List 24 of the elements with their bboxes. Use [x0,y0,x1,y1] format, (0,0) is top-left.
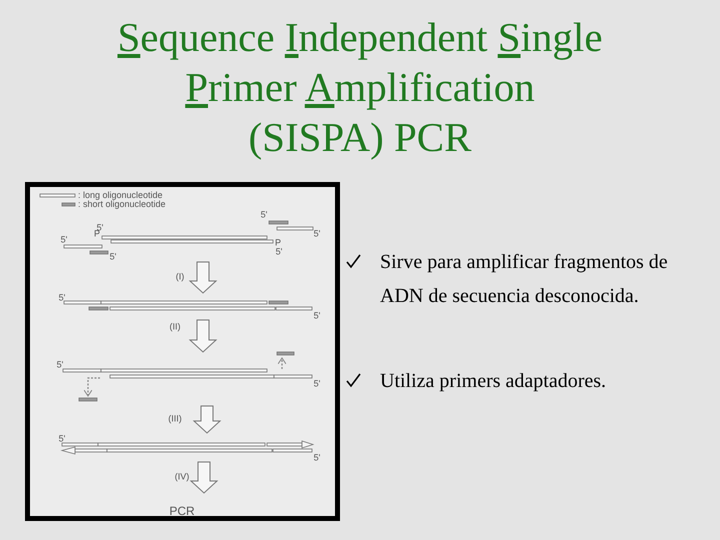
figure-label: 5' [260,210,268,220]
figure-label: P [94,230,100,238]
figure-label: 5' [314,380,320,388]
figure-label: 5' [60,236,68,244]
bullet-text: Sirve para amplificar fragmentos de ADN de secuencia desconocida. [380,250,669,309]
figure-label: (IV) [174,472,190,482]
figure-label: 5' [58,434,66,444]
figure-label: 5' [58,294,66,302]
slide-title: Sequence Independent Single Primer Amplification (SISPA) PCR [116,13,604,162]
figure-label: P [275,238,281,248]
figure-label: 5' [96,224,104,232]
step-label: PCR [169,505,195,517]
figure-label: (II) [170,322,180,332]
figure-label: (III) [168,414,182,424]
figure-label: 5' [314,230,320,238]
legend-label: : short oligonucleotide [78,199,166,209]
figure-label: 5' [314,312,320,320]
legend-label: : long oligonucleotide [78,190,163,200]
figure-label: (I) [176,272,184,282]
bullet-text: Utiliza primers adaptadores. [380,369,608,394]
figure-label: 5' [56,360,64,370]
figure-label: 5' [276,248,282,256]
figure-label: 5' [110,252,116,262]
figure-label: 5' [314,454,320,462]
